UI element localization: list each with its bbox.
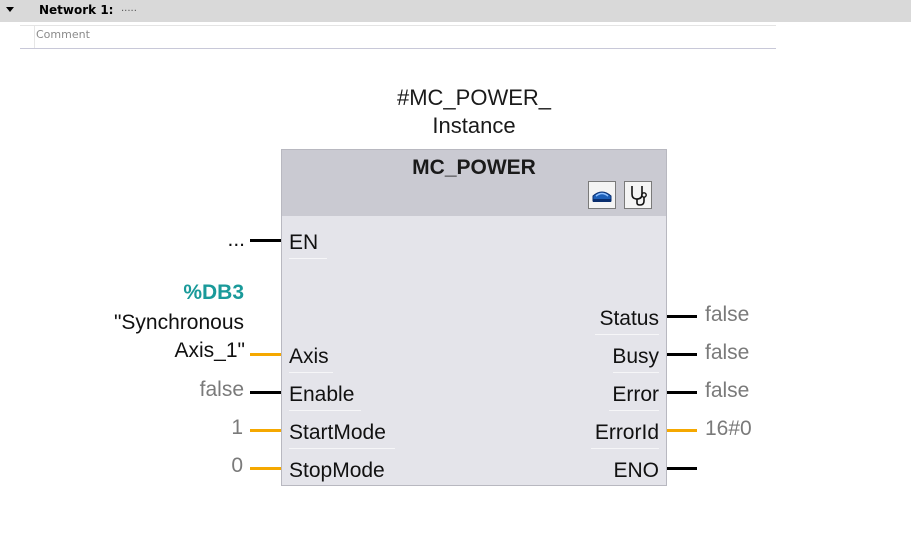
- pin-busy[interactable]: Busy: [612, 345, 659, 368]
- operand-busy[interactable]: false: [705, 341, 750, 364]
- block-header: MC_POWER: [282, 150, 666, 216]
- pin-stopmode[interactable]: StopMode: [289, 459, 385, 482]
- comment-placeholder[interactable]: Comment: [36, 28, 90, 41]
- function-block[interactable]: MC_POWER EN Axis Enable StartMode StopMo…: [281, 149, 667, 486]
- operand-axis-address[interactable]: %DB3: [183, 281, 244, 304]
- pin-eno[interactable]: ENO: [613, 459, 659, 482]
- collapse-arrow-icon[interactable]: [6, 7, 14, 12]
- operand-enable[interactable]: false: [199, 378, 244, 401]
- pin-enable-underline: [289, 410, 361, 411]
- network-header[interactable]: Network 1: .....: [0, 0, 911, 22]
- pin-status-underline: [595, 334, 659, 335]
- pin-startmode[interactable]: StartMode: [289, 421, 386, 444]
- instance-db-name[interactable]: #MC_POWER_ Instance: [374, 84, 574, 140]
- wire-busy: [667, 353, 697, 356]
- pin-enable[interactable]: Enable: [289, 383, 355, 406]
- instance-name-line1: #MC_POWER_: [396, 85, 552, 110]
- pin-errorid[interactable]: ErrorId: [594, 421, 659, 444]
- operand-status[interactable]: false: [705, 303, 750, 326]
- operand-error[interactable]: false: [705, 379, 750, 402]
- network-title[interactable]: Network 1:: [39, 3, 114, 17]
- instance-name-line2: Instance: [432, 113, 516, 138]
- wire-en: [250, 239, 281, 242]
- pin-startmode-underline: [289, 448, 395, 449]
- wire-error: [667, 391, 697, 394]
- pin-axis[interactable]: Axis: [289, 345, 329, 368]
- pin-busy-underline: [613, 372, 659, 373]
- wire-startmode: [250, 429, 281, 432]
- block-title: MC_POWER: [412, 156, 536, 179]
- pin-error-underline: [609, 410, 659, 411]
- wire-status: [667, 315, 697, 318]
- wire-axis: [250, 353, 281, 356]
- network-title-dots[interactable]: .....: [121, 3, 137, 14]
- operand-en[interactable]: ...: [227, 228, 245, 251]
- pin-error[interactable]: Error: [612, 383, 659, 406]
- pin-en-underline: [289, 258, 327, 259]
- operand-stopmode[interactable]: 0: [231, 454, 243, 477]
- wire-errorid: [667, 429, 697, 432]
- pin-en[interactable]: EN: [289, 231, 319, 254]
- wire-eno: [667, 467, 697, 470]
- operand-axis-name-line2[interactable]: Axis_1": [174, 339, 246, 362]
- wire-enable: [250, 391, 281, 394]
- operand-axis-name-line1[interactable]: "Synchronous: [113, 311, 244, 334]
- pin-status[interactable]: Status: [599, 307, 659, 330]
- stethoscope-diagnostics-icon[interactable]: [624, 181, 652, 209]
- operand-errorid[interactable]: 16#0: [705, 417, 752, 440]
- pin-errorid-underline: [591, 448, 659, 449]
- pin-axis-underline: [289, 372, 333, 373]
- operand-startmode[interactable]: 1: [231, 416, 243, 439]
- network-comment[interactable]: Comment: [20, 25, 776, 49]
- db-instance-icon[interactable]: [588, 181, 616, 209]
- wire-stopmode: [250, 467, 281, 470]
